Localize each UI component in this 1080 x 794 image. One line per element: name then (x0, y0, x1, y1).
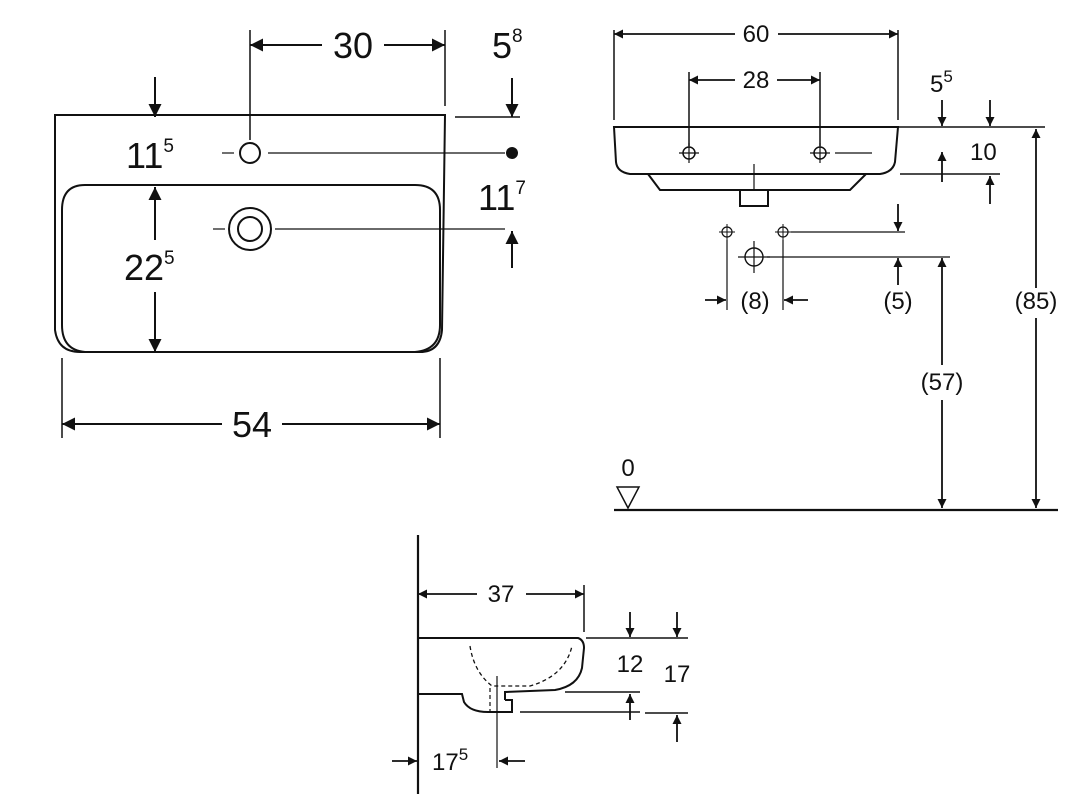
side-view: 37 12 17 175 (392, 535, 690, 794)
dim-small-spacing: (8) (740, 288, 769, 315)
tap-hole-right (810, 143, 830, 163)
dim-small-offset: (5) (883, 288, 912, 315)
dim-front-top: 55 (930, 67, 953, 98)
drain-hole-outer (228, 207, 272, 251)
dim-rim: 10 (970, 139, 997, 166)
dim-lower: 117 (478, 177, 526, 218)
dim-basin: 225 (124, 247, 175, 288)
tap-hole-left (679, 143, 699, 163)
outlet-center (738, 241, 770, 273)
dim-outlet: 175 (432, 745, 468, 776)
dim-inner-depth: 12 (617, 651, 644, 678)
dim-depth: 37 (488, 581, 515, 608)
tap-hole (239, 142, 261, 164)
dim-top-width: 30 (333, 25, 373, 66)
dim-hole-spacing: 28 (743, 67, 770, 94)
basin-outline (54, 114, 447, 353)
front-view: 60 28 55 10 (612, 21, 1058, 512)
mount-hole-right (775, 224, 791, 240)
reference-dot (506, 147, 518, 159)
dim-front-width: 60 (743, 21, 770, 48)
mount-hole-left (719, 224, 735, 240)
floor-label: 0 (621, 455, 634, 482)
floor-level-icon (615, 486, 641, 510)
dim-outer-depth: 17 (664, 661, 691, 688)
bowl-outline (61, 184, 441, 353)
dim-upper: 115 (126, 135, 174, 176)
drain-hole-inner (237, 216, 263, 242)
dim-width: 54 (232, 404, 272, 445)
dim-edge: 58 (492, 25, 523, 66)
side-basin (418, 637, 586, 700)
top-view: 30 58 115 225 117 54 (54, 25, 526, 445)
dim-height-outlet: (57) (921, 369, 964, 396)
front-basin (612, 126, 900, 175)
front-drain (739, 189, 769, 207)
dim-height-rim: (85) (1015, 288, 1058, 315)
